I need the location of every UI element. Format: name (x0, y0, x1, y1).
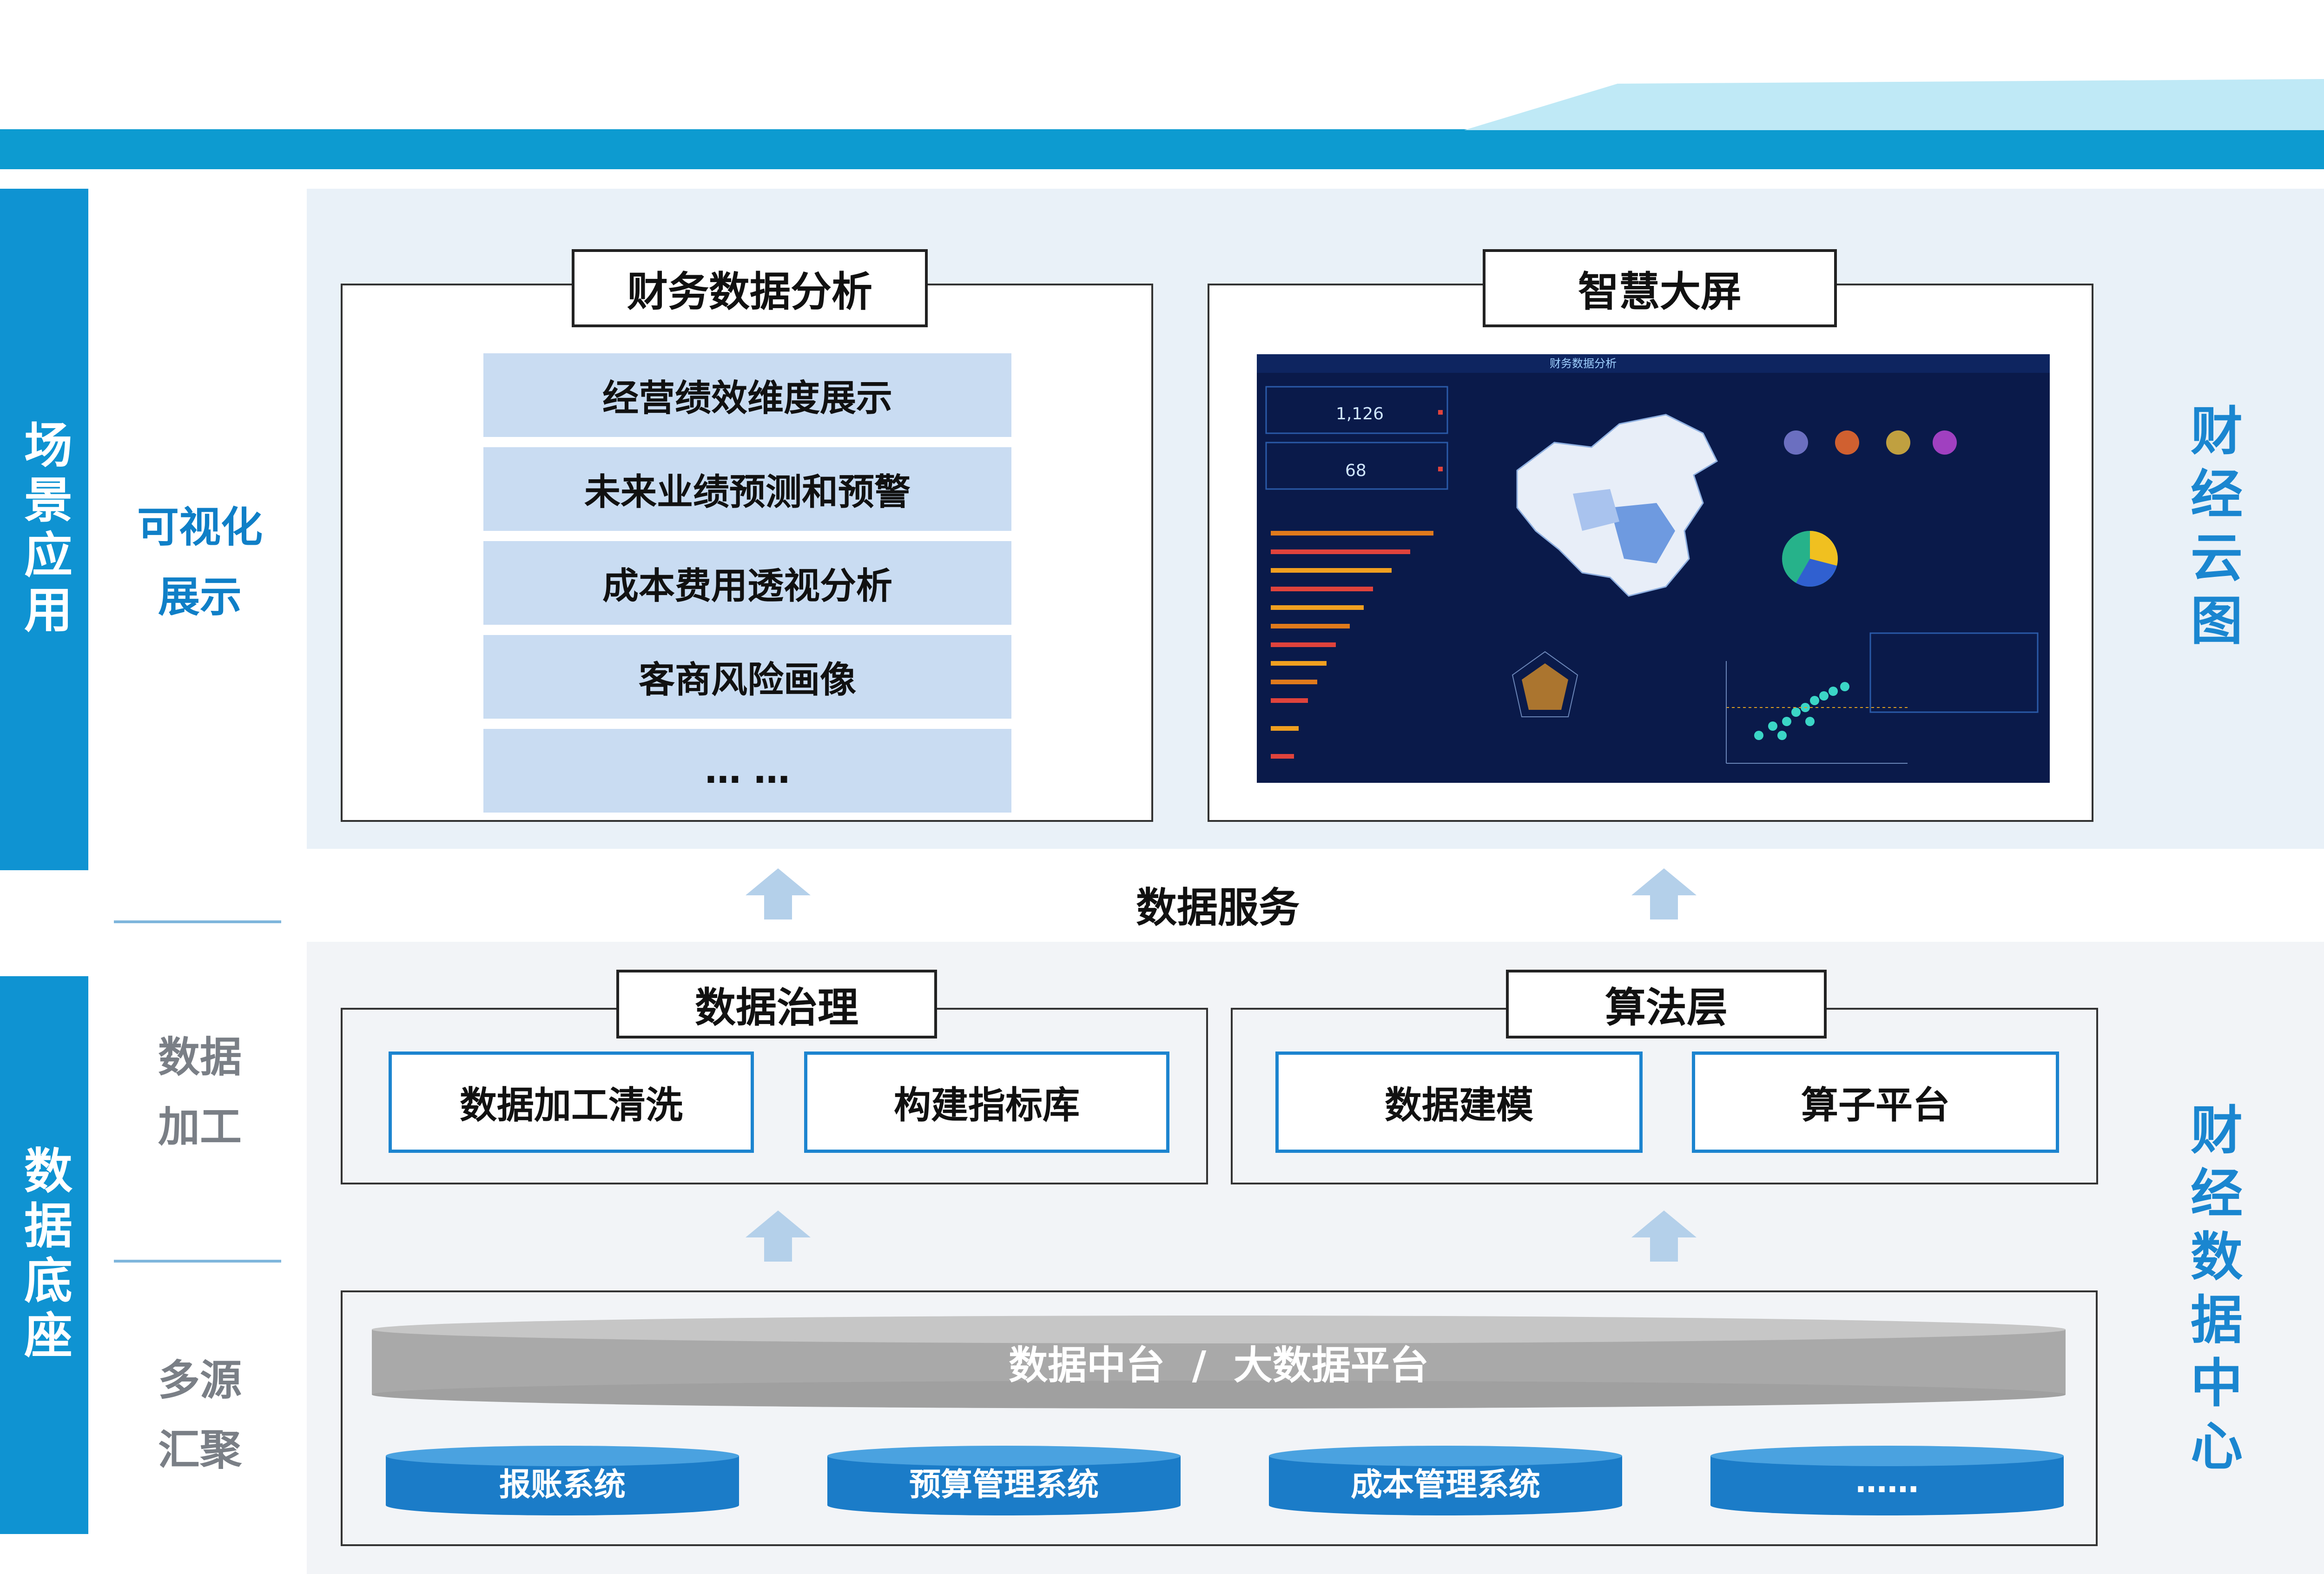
data-foundation-label: 数据底座 (15, 1145, 73, 1365)
list-item[interactable]: 未来业绩预测和预警 (483, 447, 1011, 531)
china-map (1516, 414, 1718, 597)
list-item[interactable]: 客商风险画像 (483, 635, 1011, 719)
list-item[interactable]: 经营绩效维度展示 (483, 353, 1011, 437)
visualization-label-line1: 可视化 (137, 503, 263, 552)
data-governance-title: 数据治理 (616, 970, 937, 1038)
header-accent-shape (1464, 79, 2324, 130)
smart-screen-title: 智慧大屏 (1483, 249, 1837, 327)
database-cylinder-icon (827, 1446, 1181, 1515)
divider (114, 920, 281, 923)
finance-cloud-map-label: 财经云图 (2182, 403, 2242, 656)
cost-management-system[interactable]: 成本管理系统 (1269, 1446, 1622, 1515)
list-item[interactable]: … … (483, 729, 1011, 813)
finance-analysis-title: 财务数据分析 (572, 249, 928, 327)
database-cylinder-icon (1710, 1446, 2064, 1515)
up-arrow-icon (746, 1210, 811, 1262)
ranking-bars (1271, 531, 1433, 759)
data-modeling-box[interactable]: 数据建模 (1275, 1052, 1643, 1153)
scatter-plot (1726, 661, 1908, 764)
data-cleansing-box[interactable]: 数据加工清洗 (389, 1052, 754, 1153)
indicator-library-box[interactable]: 构建指标库 (804, 1052, 1169, 1153)
visualization-label-line2: 展示 (158, 573, 242, 622)
database-cylinder-icon (386, 1446, 739, 1515)
data-platform-cylinder (372, 1316, 2066, 1409)
multi-source-label-line1: 多源 (158, 1356, 242, 1405)
data-platform-label: 数据中台 / 大数据平台 (1009, 1342, 1429, 1388)
top-header-bar (0, 129, 2324, 169)
data-foundation-bar: 数据底座 (0, 976, 88, 1534)
multi-source-label: 多源 汇聚 (107, 1346, 293, 1485)
dashboard-title: 财务数据分析 (1550, 357, 1617, 370)
source-system-label: 预算管理系统 (909, 1466, 1099, 1503)
data-processing-label-line2: 加工 (158, 1103, 242, 1151)
data-service-label: 数据服务 (1136, 883, 1300, 932)
data-processing-label-line1: 数据 (158, 1033, 242, 1082)
database-cylinder-icon (1269, 1446, 1622, 1515)
up-arrow-icon (1631, 868, 1697, 919)
other-systems[interactable]: …… (1710, 1446, 2064, 1515)
multi-source-label-line2: 汇聚 (158, 1426, 242, 1475)
list-item[interactable]: 成本费用透视分析 (483, 541, 1011, 625)
source-system-label: 报账系统 (499, 1466, 626, 1503)
scene-application-bar: 场景应用 (0, 189, 88, 870)
visualization-label: 可视化 展示 (107, 493, 293, 632)
up-arrow-icon (1631, 1210, 1697, 1262)
dashboard-illustration: 财务数据分析 1,126 68 (1257, 354, 2050, 783)
kpi-value: 68 (1345, 461, 1367, 480)
up-arrow-icon (746, 868, 811, 919)
budget-management-system[interactable]: 预算管理系统 (827, 1446, 1181, 1515)
finance-data-center-label: 财经数据中心 (2182, 1103, 2242, 1482)
platform-panel (341, 1290, 2098, 1546)
divider (114, 1260, 281, 1263)
data-processing-label: 数据 加工 (107, 1023, 293, 1162)
reimbursement-system[interactable]: 报账系统 (386, 1446, 739, 1515)
source-system-label: 成本管理系统 (1350, 1466, 1540, 1503)
dashboard-screenshot: 财务数据分析 1,126 68 (1257, 354, 2050, 783)
kpi-value: 1,126 (1336, 404, 1384, 423)
algorithm-layer-title: 算法层 (1506, 970, 1827, 1038)
source-system-label: …… (1855, 1463, 1919, 1500)
operator-platform-box[interactable]: 算子平台 (1692, 1052, 2059, 1153)
radar-chart (1512, 651, 1578, 717)
scene-application-label: 场景应用 (15, 420, 73, 639)
